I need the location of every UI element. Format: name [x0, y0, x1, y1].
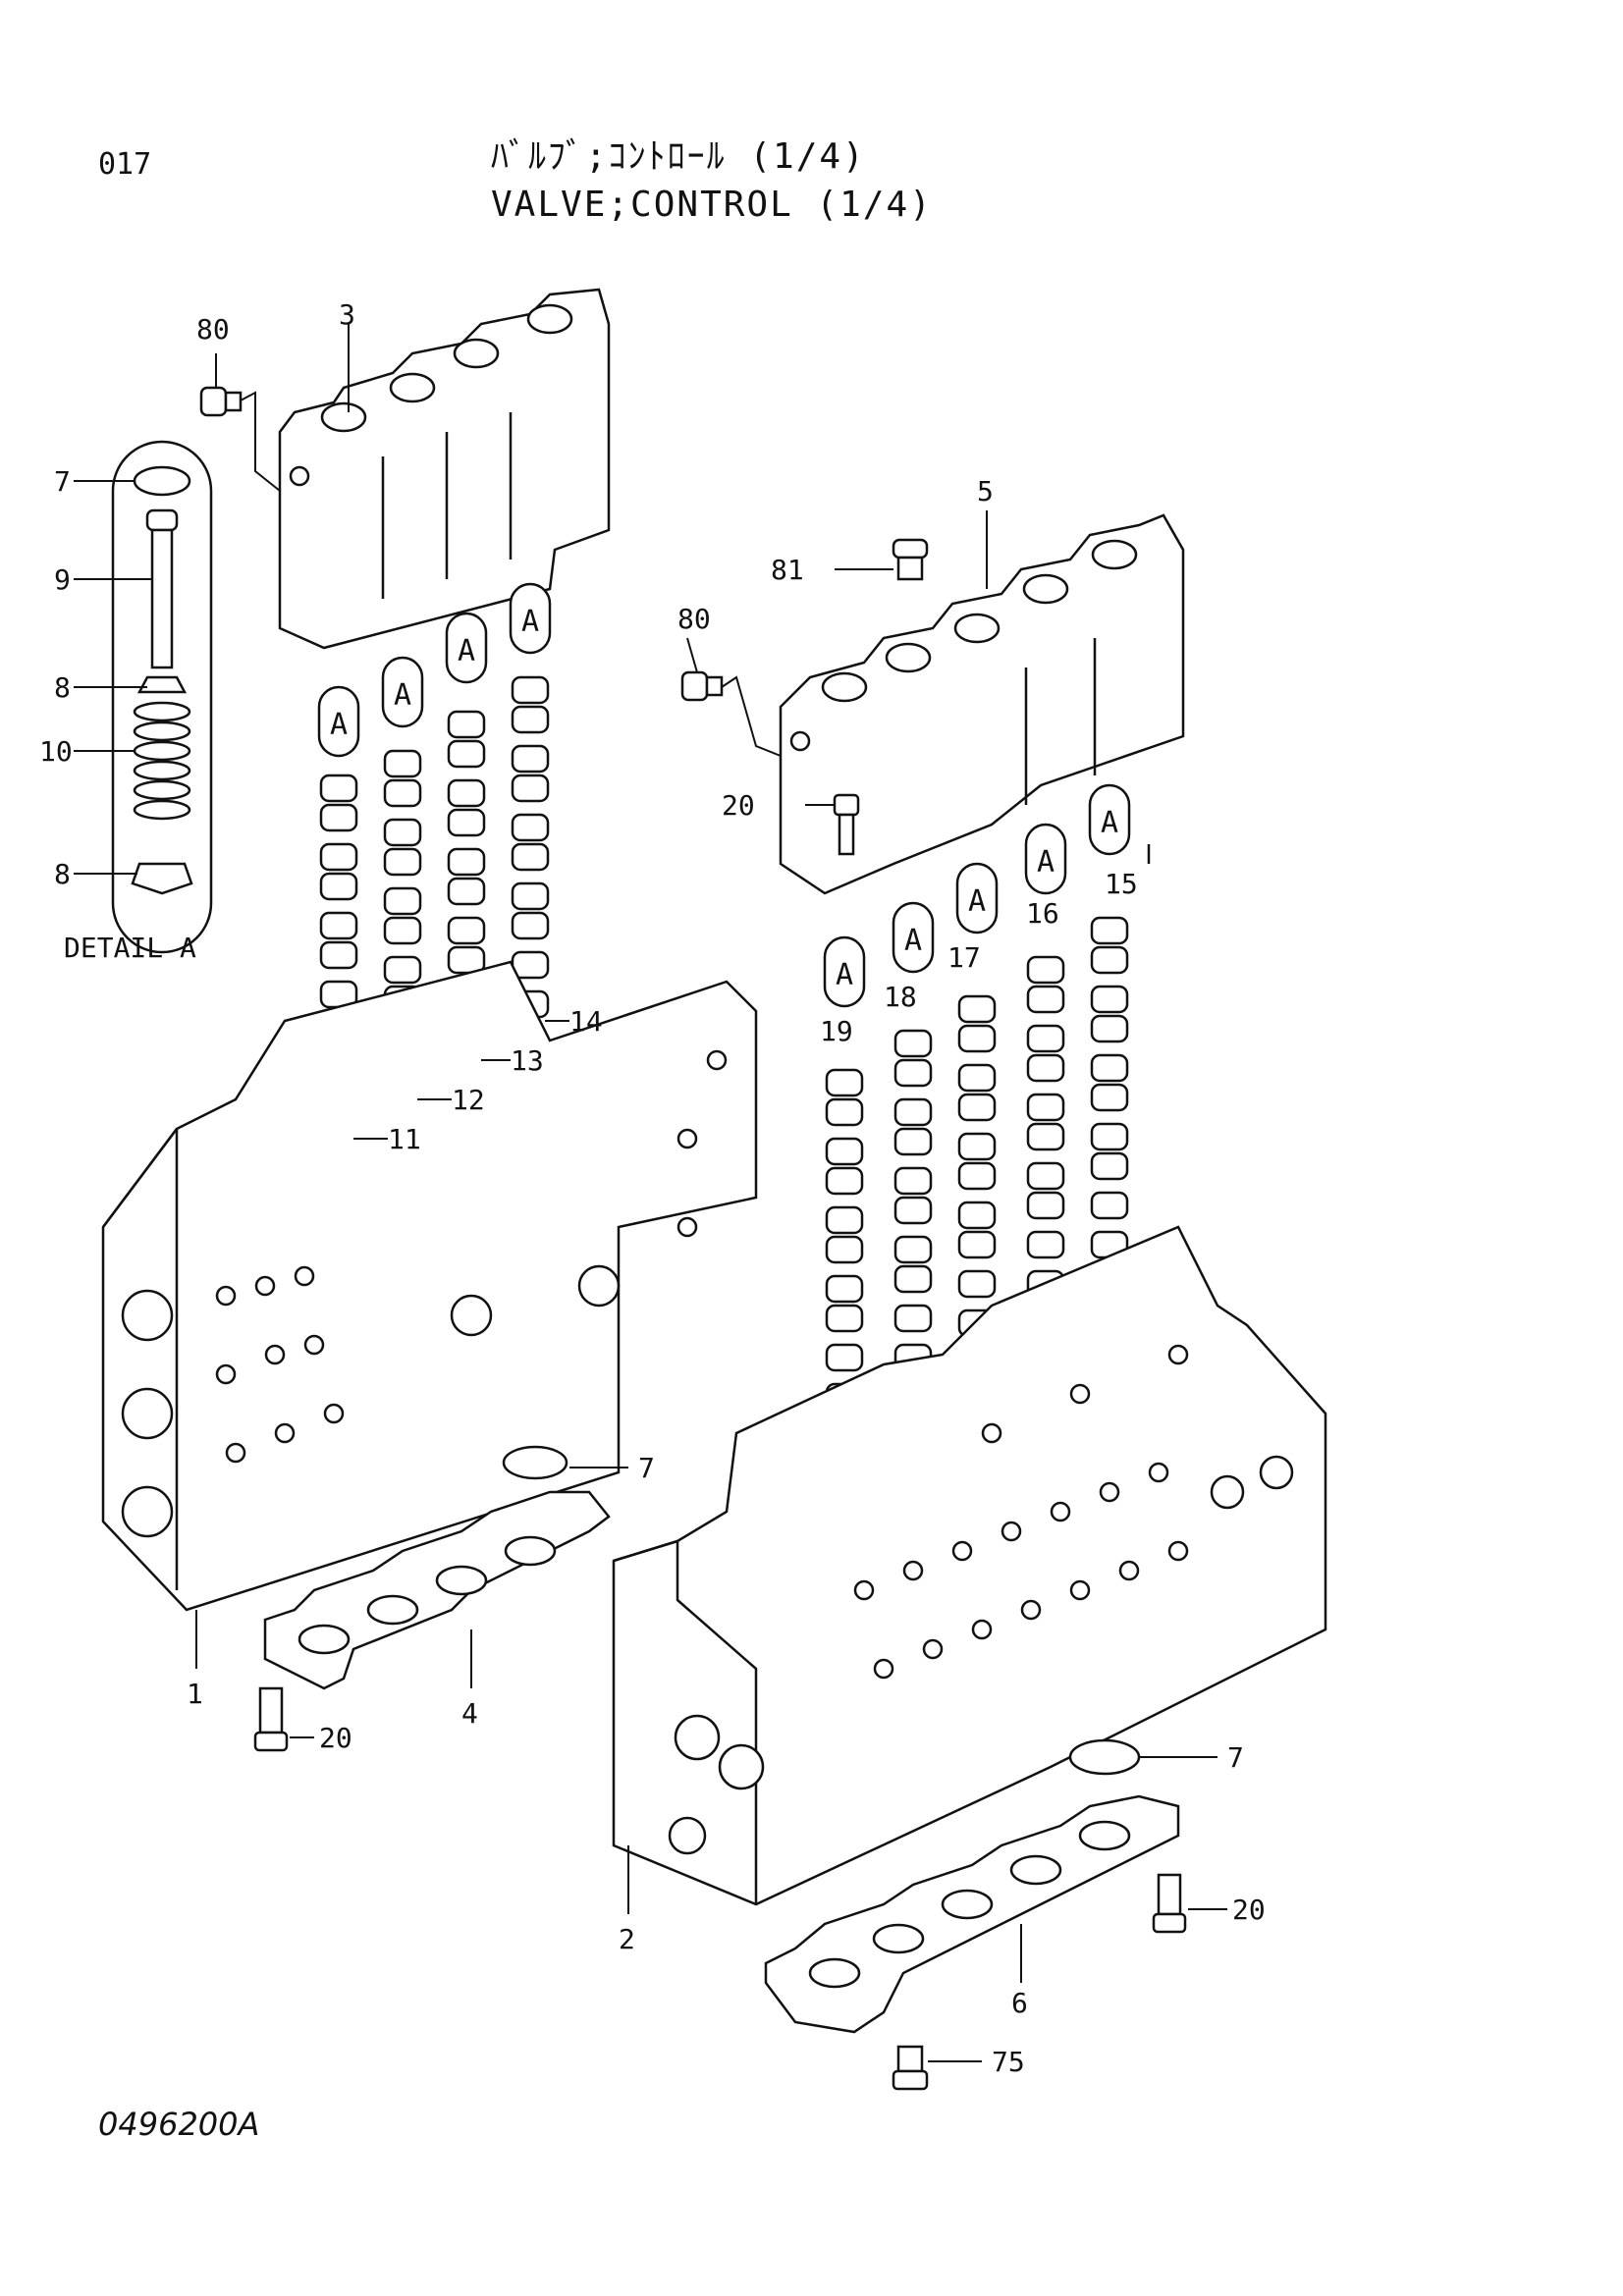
callout-group: 80 3 7 9 8 10 8 DETAIL A 5 81 80 20 15 1… [39, 298, 1266, 2078]
leader-line-group [74, 324, 1227, 2062]
detail-a-label: DETAIL A [64, 932, 196, 964]
callout-7-left: 7 [638, 1452, 655, 1484]
callout-1: 1 [187, 1678, 203, 1710]
spring-seat-detail [131, 862, 193, 895]
detail-marker-a7: A [968, 884, 986, 919]
right-detail-marker-group: A A A A A [823, 783, 1131, 1008]
right-flange-group [764, 1738, 1187, 2091]
fastener-group [199, 386, 929, 856]
title-english: VALVE;CONTROL (1/4) [491, 185, 933, 225]
callout-10: 10 [39, 735, 73, 768]
detail-marker-a3: A [458, 634, 475, 668]
callout-8-upper: 8 [54, 671, 71, 704]
callout-13: 13 [511, 1044, 544, 1077]
callout-20-right: 20 [1232, 1894, 1266, 1926]
callout-80-left: 80 [196, 313, 230, 346]
callout-75: 75 [992, 2046, 1025, 2078]
right-cover-group [779, 513, 1185, 895]
detail-marker-a4: A [521, 605, 539, 639]
o-ring-detail [133, 465, 191, 497]
page-number: 017 [98, 147, 152, 182]
detail-marker-a1: A [330, 708, 348, 742]
spring-detail [133, 701, 191, 821]
callout-20-left: 20 [319, 1722, 352, 1754]
drawing-code: 0496200A [98, 2106, 260, 2143]
callout-7-right: 7 [1227, 1741, 1244, 1774]
left-flange-group [253, 1445, 611, 1752]
detail-marker-a8: A [1037, 845, 1055, 880]
left-detail-marker-group: A A A A [317, 582, 552, 758]
callout-2: 2 [619, 1923, 635, 1955]
title-japanese: ﾊﾞﾙﾌﾞ;ｺﾝﾄﾛｰﾙ (1/4) [491, 136, 866, 177]
callout-5: 5 [977, 475, 994, 507]
callout-3: 3 [339, 298, 355, 331]
callout-7-detail: 7 [54, 465, 71, 498]
detail-marker-a5: A [836, 958, 853, 992]
callout-18: 18 [884, 981, 917, 1013]
callout-14: 14 [569, 1005, 603, 1038]
callout-4: 4 [461, 1697, 478, 1730]
callout-12: 12 [452, 1084, 485, 1116]
callout-9: 9 [54, 563, 71, 596]
callout-15: 15 [1105, 868, 1138, 900]
callout-16: 16 [1026, 897, 1059, 930]
callout-6: 6 [1011, 1987, 1028, 2019]
left-valve-body-group [101, 960, 758, 1612]
detail-marker-a2: A [394, 678, 411, 713]
detail-a-group [111, 440, 213, 954]
callout-11: 11 [388, 1123, 421, 1155]
callout-80-right: 80 [677, 603, 711, 635]
right-valve-body-group [612, 1225, 1327, 1906]
callout-8-lower: 8 [54, 858, 71, 890]
callout-19: 19 [820, 1015, 853, 1047]
detail-marker-a6: A [904, 924, 922, 958]
callout-81: 81 [771, 554, 804, 586]
left-cover-group [278, 288, 611, 650]
callout-17: 17 [947, 941, 981, 974]
detail-marker-a9: A [1101, 806, 1118, 840]
callout-20-center: 20 [722, 789, 755, 822]
